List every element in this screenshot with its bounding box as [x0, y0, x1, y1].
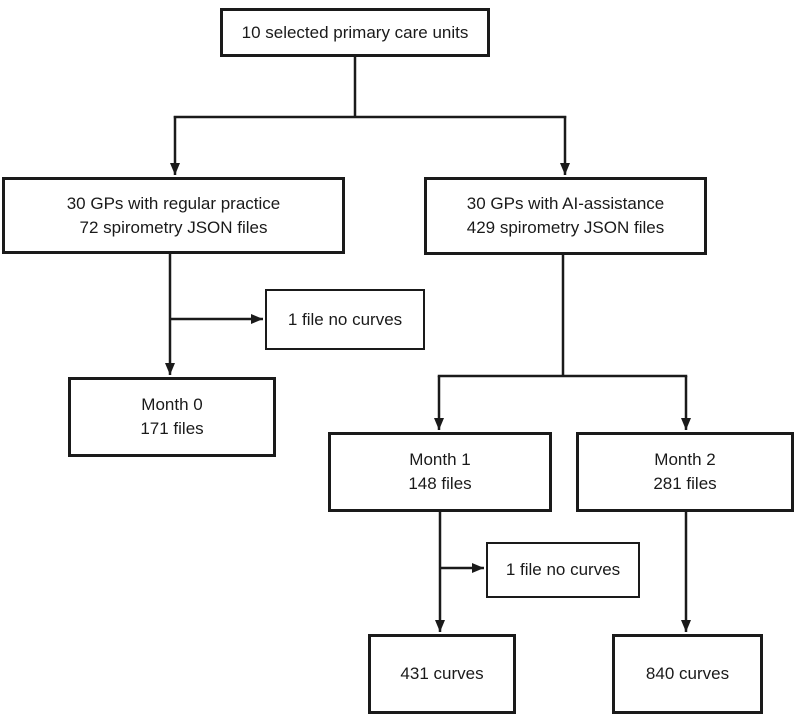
- node-label: Month 2: [654, 450, 716, 469]
- node-month-0: Month 0 171 files: [68, 377, 276, 457]
- node-label: 429 spirometry JSON files: [466, 218, 665, 237]
- node-primary-care-units: 10 selected primary care units: [220, 8, 490, 57]
- node-month-1: Month 1 148 files: [328, 432, 552, 512]
- node-curves-431: 431 curves: [368, 634, 516, 714]
- node-label: 30 GPs with regular practice: [66, 193, 281, 213]
- node-label: 281 files: [653, 474, 717, 493]
- node-label: Month 0: [141, 395, 203, 414]
- node-label: 10 selected primary care units: [241, 22, 469, 42]
- node-month-2: Month 2 281 files: [576, 432, 794, 512]
- node-no-curves-regular: 1 file no curves: [265, 289, 425, 350]
- node-label: 1 file no curves: [505, 560, 621, 579]
- node-label: 72 spirometry JSON files: [79, 217, 268, 237]
- node-curves-840: 840 curves: [612, 634, 763, 714]
- node-label: 840 curves: [645, 664, 730, 683]
- node-label: 1 file no curves: [287, 309, 403, 329]
- node-label: 171 files: [140, 419, 204, 438]
- node-no-curves-month1: 1 file no curves: [486, 542, 640, 598]
- node-label: Month 1: [409, 450, 471, 469]
- node-label: 30 GPs with AI-assistance: [466, 194, 665, 213]
- node-regular-practice: 30 GPs with regular practice 72 spiromet…: [2, 177, 345, 254]
- node-label: 148 files: [408, 474, 472, 493]
- node-label: 431 curves: [400, 664, 484, 683]
- node-ai-assistance: 30 GPs with AI-assistance 429 spirometry…: [424, 177, 707, 255]
